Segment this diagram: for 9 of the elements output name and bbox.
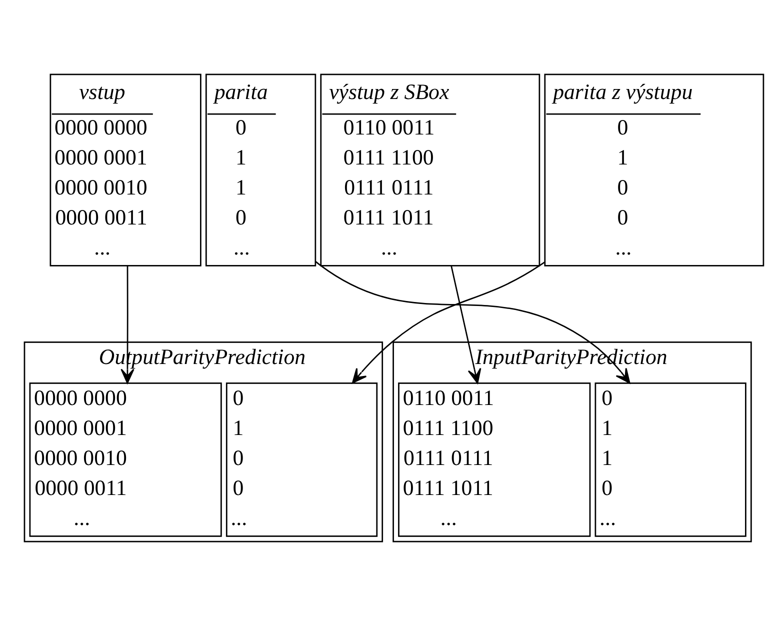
arrow	[352, 261, 545, 383]
node-box: 0110 0011 0111 1100 0111 0111 0111 1011 ...	[398, 382, 591, 536]
arrow	[315, 260, 630, 384]
arrow	[120, 265, 134, 384]
arrow	[450, 265, 482, 384]
node-box: 0 1 1 0 ...	[594, 382, 746, 536]
node-box: 0 1 0 0 ...	[226, 382, 378, 536]
node-box: parita 0 1 1 0 ...	[205, 73, 316, 266]
node-box: 0000 0000 0000 0001 0000 0010 0000 0011 ...	[29, 382, 222, 536]
